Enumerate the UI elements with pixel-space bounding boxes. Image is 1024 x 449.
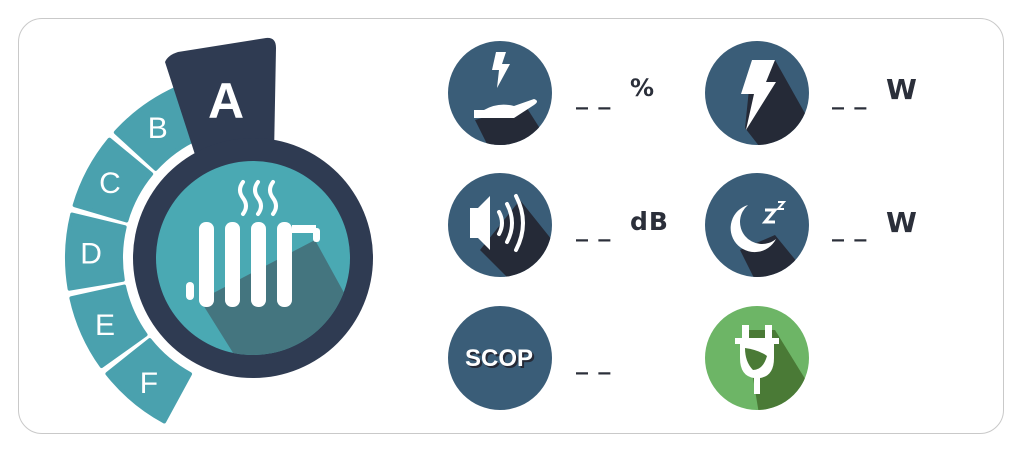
- energy-class-segment-c: [72, 137, 154, 223]
- energy-class-letter: E: [95, 309, 115, 342]
- noise-unit: dB: [630, 207, 669, 236]
- eco-plug-icon: [705, 306, 809, 410]
- standby-power-value: _ _: [832, 214, 868, 242]
- energy-class-segment-d: [65, 212, 127, 291]
- standby-power-unit: W: [886, 206, 918, 239]
- power-unit: W: [886, 73, 918, 106]
- energy-class-letter: B: [148, 112, 168, 145]
- energy-class-letter: D: [80, 237, 102, 270]
- radiator-icon: [186, 222, 320, 307]
- scop-icon: SCOP: [448, 306, 552, 410]
- efficiency-value: _ _: [576, 82, 612, 110]
- energy-class-segment-e: [69, 284, 148, 369]
- moon-sleep-icon: [705, 173, 809, 277]
- current-class-tab: [165, 37, 276, 170]
- noise-value: _ _: [576, 214, 612, 242]
- current-class-letter: A: [208, 73, 244, 129]
- power-value: _ _: [832, 82, 868, 110]
- energy-class-letter: C: [99, 167, 121, 200]
- energy-class-scale: BC D EF: [65, 86, 201, 424]
- scop-label: SCOP: [465, 345, 533, 372]
- speaker-sound-icon: [448, 173, 552, 277]
- hand-energy-icon: [448, 41, 552, 145]
- efficiency-unit: %: [630, 74, 656, 102]
- heat-waves-icon: [238, 180, 278, 216]
- energy-class-segment-f: [105, 338, 193, 424]
- scop-value: _ _: [576, 347, 612, 375]
- energy-class-letter: F: [140, 367, 158, 400]
- lightning-icon: [705, 41, 809, 145]
